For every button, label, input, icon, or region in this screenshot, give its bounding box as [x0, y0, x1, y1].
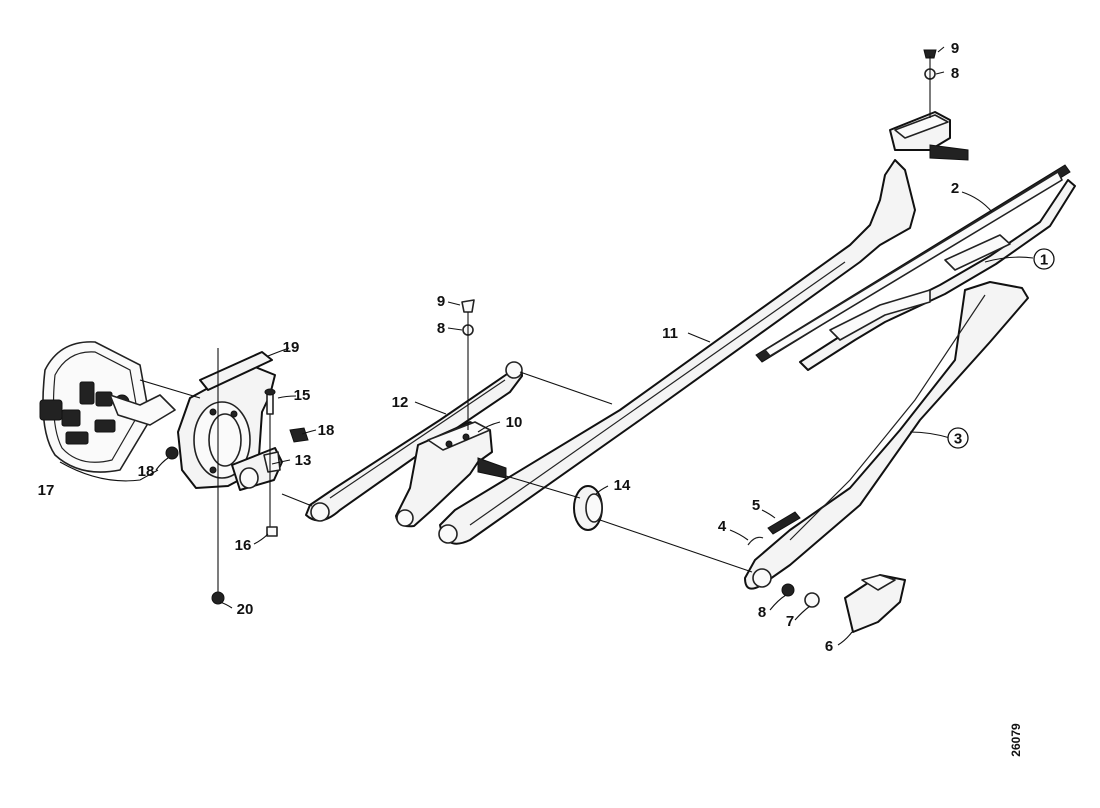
mounting-bracket — [165, 348, 309, 605]
callout-14: 14 — [614, 477, 631, 494]
callout-19: 19 — [283, 339, 300, 356]
top-fasteners — [461, 49, 937, 430]
callout-5: 5 — [752, 497, 760, 514]
callout-8-mid: 8 — [437, 320, 445, 337]
callout-1: 1 — [1040, 252, 1048, 269]
wiper-motor — [39, 341, 176, 482]
assembly-lines — [139, 371, 753, 573]
callout-4: 4 — [718, 518, 727, 535]
callout-3: 3 — [954, 431, 962, 448]
callout-2: 2 — [951, 180, 959, 197]
callout-18-right: 18 — [318, 422, 335, 439]
callout-8-top: 8 — [951, 65, 959, 82]
callout-15: 15 — [294, 387, 311, 404]
pivot-bracket-10 — [395, 421, 507, 528]
blade-frame-1 — [799, 179, 1076, 371]
callout-circle-1 — [1033, 248, 1055, 270]
callout-labels: 1 2 3 4 5 6 7 8 8 8 9 9 10 11 12 13 14 1… — [38, 40, 1055, 655]
callout-20: 20 — [237, 601, 254, 618]
callout-6: 6 — [825, 638, 833, 655]
callout-11: 11 — [662, 325, 678, 342]
wiper-blade-2 — [755, 164, 1071, 363]
reference-code: 26079 — [1009, 723, 1023, 757]
callout-13: 13 — [295, 452, 312, 469]
callout-circle-3 — [947, 427, 969, 449]
callout-10: 10 — [506, 414, 523, 431]
callout-8-arm: 8 — [758, 604, 766, 621]
grommet-14 — [573, 485, 603, 531]
callout-9-mid: 9 — [437, 293, 445, 310]
callout-18-left: 18 — [138, 463, 155, 480]
callout-12: 12 — [392, 394, 409, 411]
callout-9-top: 9 — [951, 40, 959, 57]
callout-7: 7 — [786, 613, 794, 630]
callout-17: 17 — [38, 482, 55, 499]
long-rod-11 — [438, 111, 969, 545]
callout-leaders — [155, 46, 1034, 646]
wiper-arm-3 — [744, 281, 1029, 590]
arm-small-parts — [747, 511, 906, 633]
callout-16: 16 — [235, 537, 252, 554]
